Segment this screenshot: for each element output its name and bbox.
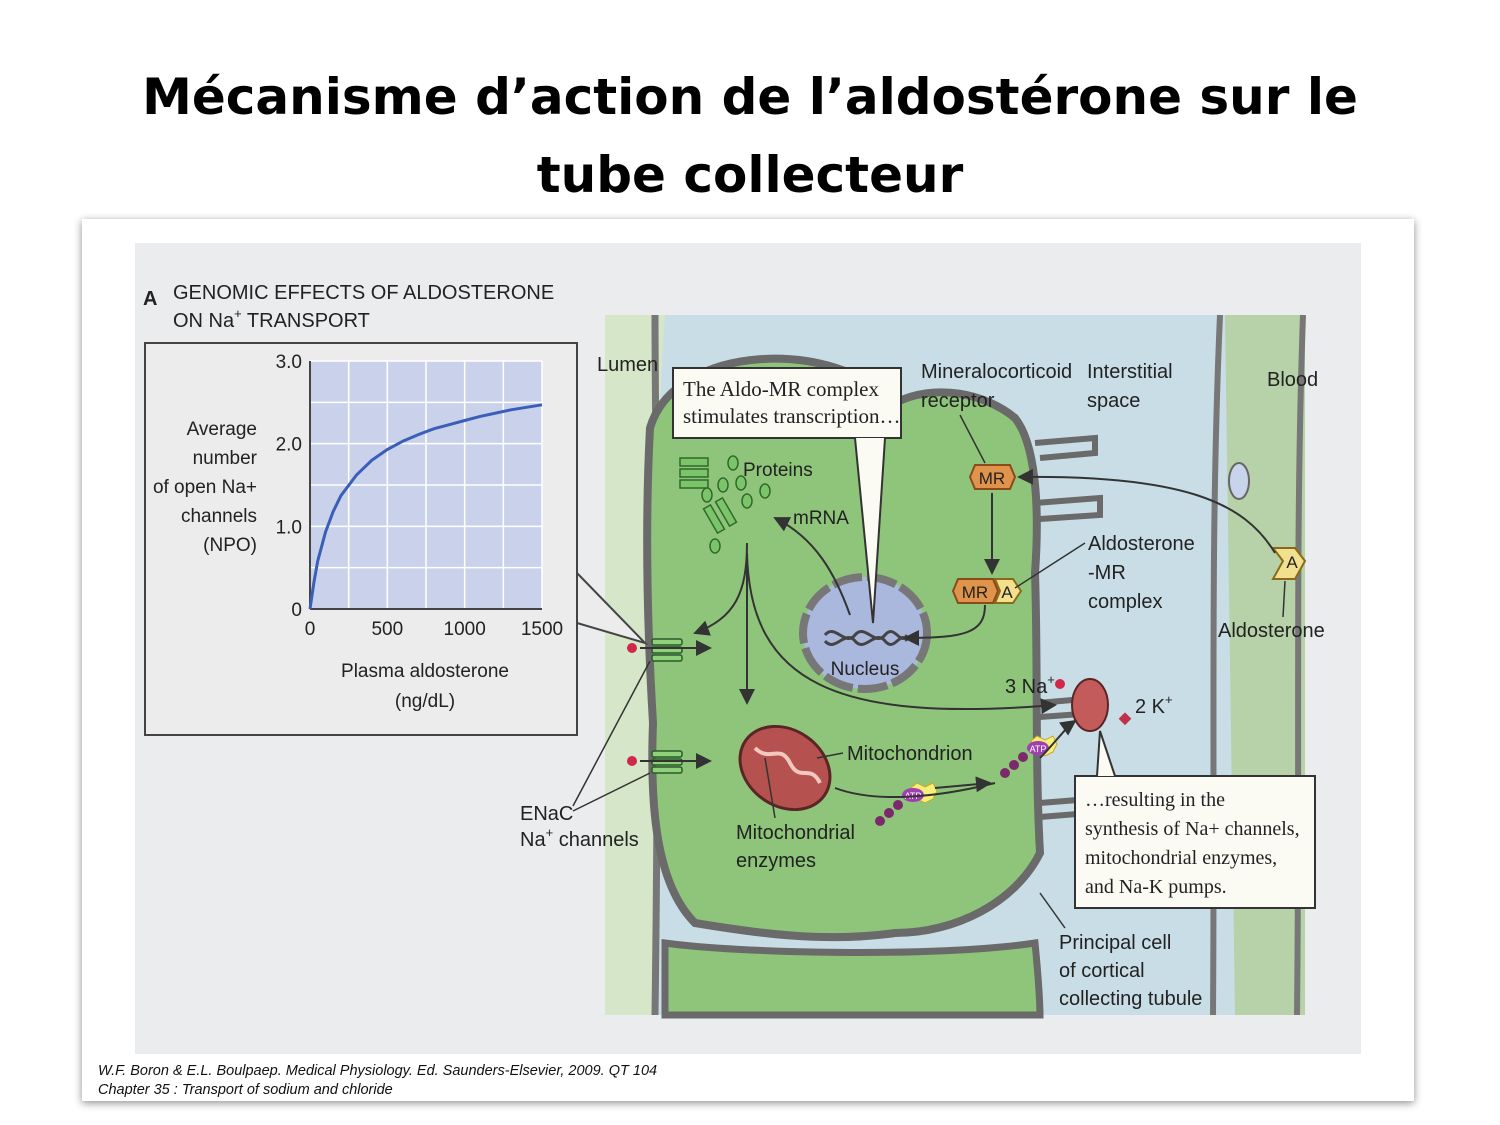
mrna-label: mRNA [793, 508, 849, 529]
y-label-line: channels [181, 506, 257, 527]
x-tick-label: 1500 [521, 619, 563, 640]
mr-receptor-leader [959, 414, 986, 464]
neighbor-cell-bottom [661, 938, 1044, 1019]
enac-leader-bottom [572, 772, 651, 812]
callout-bottom-box [1074, 775, 1316, 909]
callout-top-line-2: stimulates transcription… [683, 404, 901, 428]
chart-x-ticks: 0 500 1000 1500 [305, 619, 563, 640]
slide-title-line-1: Mécanisme d’action de l’aldostérone sur … [142, 68, 1358, 126]
slide-title-line-2: tube collecteur [536, 146, 964, 204]
callout-top-box [672, 367, 902, 439]
k2-label: 2 K+ [1135, 692, 1173, 718]
sodium-ion-bottom [627, 756, 637, 766]
mr-receptor-label-line-2: receptor [921, 390, 995, 412]
mr-receptor-label-line-1: Mineralocorticoid [921, 361, 1072, 383]
sodium-ion-top [627, 643, 637, 653]
svg-text:A: A [1001, 583, 1013, 602]
enac-label-line-1: ENaC [520, 803, 573, 825]
chart-y-ticks: 0 1.0 2.0 3.0 [276, 352, 302, 621]
atp-token-2: ATP [1000, 735, 1058, 778]
interstitial-label-line-2: space [1087, 390, 1140, 412]
mitochondrion-leader [816, 752, 844, 759]
blood-label: Blood [1267, 369, 1318, 391]
svg-text:MR: MR [962, 583, 988, 602]
svg-text:A: A [1286, 553, 1298, 572]
chart-inset-pointer [576, 570, 649, 646]
enac-label-line-2: Na+ channels [520, 825, 639, 851]
lumen-label: Lumen [597, 354, 658, 376]
red-blood-cell [1228, 462, 1250, 500]
nucleus-label: Nucleus [831, 659, 900, 680]
mito-enzymes-label-line-2: enzymes [736, 850, 816, 872]
chart-grid [310, 360, 543, 609]
principal-cell-label-line-3: collecting tubule [1059, 988, 1202, 1010]
enac-channel-top [651, 638, 683, 662]
aldosterone-molecule: A [1270, 547, 1307, 580]
aldo-mr-label-line-2: -MR [1088, 562, 1126, 584]
panel-title-line-1: GENOMIC EFFECTS OF ALDOSTERONE [173, 282, 554, 304]
enac-leader-top [572, 660, 651, 807]
np-vs-aldosterone-chart: 0 1.0 2.0 3.0 0 500 1000 1500 Average number of … [153, 352, 563, 712]
citation-line-1: W.F. Boron & E.L. Boulpaep. Medical Phys… [98, 1063, 658, 1079]
np-curve [308, 403, 543, 610]
callout-bottom-line-1: …resulting in the [1085, 789, 1225, 811]
principal-cell-leader [1039, 892, 1066, 929]
aldo-mr-label-line-1: Aldosterone [1088, 533, 1195, 555]
mr-receptor: MR [968, 464, 1017, 490]
protein-glyphs [679, 455, 771, 554]
slide-title: Mécanisme d’action de l’aldostérone sur … [0, 58, 1500, 214]
aldo-mr-complex: MR A [951, 578, 1023, 604]
callout-bottom-line-2: synthesis of Na+ channels, [1085, 818, 1300, 840]
aldo-mr-leader [1014, 542, 1086, 589]
blood-vessel [1225, 315, 1305, 1015]
y-tick-label: 3.0 [276, 352, 302, 373]
chart-y-label: Average number of open Na+ channels (NPO) [153, 419, 258, 556]
panel-title-line-2: ON Na+ TRANSPORT [173, 306, 370, 332]
x-label-line: (ng/dL) [395, 691, 455, 712]
mitochondrion [738, 724, 832, 812]
x-label-line: Plasma aldosterone [341, 661, 509, 682]
principal-cell-label-line-2: of cortical [1059, 960, 1145, 982]
panel-letter: A [143, 288, 157, 310]
callout-top-line-1: The Aldo-MR complex [683, 377, 879, 401]
y-tick-label: 2.0 [276, 435, 302, 456]
citation: W.F. Boron & E.L. Boulpaep. Medical Phys… [98, 1062, 657, 1100]
citation-line-2: Chapter 35 : Transport of sodium and chl… [98, 1082, 393, 1098]
dna-strand [823, 630, 909, 640]
mitochondrion-cristae [753, 746, 822, 785]
basolateral-folds [1034, 434, 1103, 820]
y-label-line: Average [187, 419, 257, 440]
y-tick-label: 0 [291, 600, 302, 621]
callout-bottom-line-3: mitochondrial enzymes, [1085, 847, 1277, 869]
x-tick-label: 0 [305, 619, 316, 640]
svg-text:ATP: ATP [1030, 744, 1047, 754]
proteins-label: Proteins [743, 460, 813, 481]
interstitial-label-line-1: Interstitial [1087, 361, 1173, 383]
dna-strand-2 [823, 636, 909, 646]
x-tick-label: 1000 [444, 619, 486, 640]
callout-bottom-line-4: and Na-K pumps. [1085, 876, 1227, 898]
na-k-pump [1071, 678, 1109, 732]
mito-enzymes-label-line-1: Mitochondrial [736, 822, 855, 844]
principal-cell-label-line-1: Principal cell [1059, 932, 1171, 954]
callout-top-pointer [854, 437, 886, 624]
mitochondrion-label: Mitochondrion [847, 743, 973, 765]
pump-sodium-ion [1055, 679, 1065, 689]
callout-bottom-pointer [1096, 730, 1116, 777]
aldo-mr-label-line-3: complex [1088, 591, 1162, 613]
y-label-line: (NPO) [203, 535, 257, 556]
aldosterone-figure: Nucleus Proteins mRNA ATP ATP [135, 243, 1361, 1054]
mito-enzymes-leader [764, 757, 776, 819]
svg-text:MR: MR [979, 469, 1005, 488]
y-label-line: of open Na+ [153, 477, 257, 498]
x-tick-label: 500 [371, 619, 403, 640]
pathway-arrows [693, 468, 1276, 799]
y-tick-label: 1.0 [276, 517, 302, 538]
y-label-line: number [193, 448, 258, 469]
aldosterone-leader [1282, 580, 1286, 618]
chart-x-label: Plasma aldosterone (ng/dL) [341, 661, 509, 712]
aldosterone-label: Aldosterone [1218, 620, 1325, 642]
na3-label: 3 Na+ [1005, 672, 1055, 698]
